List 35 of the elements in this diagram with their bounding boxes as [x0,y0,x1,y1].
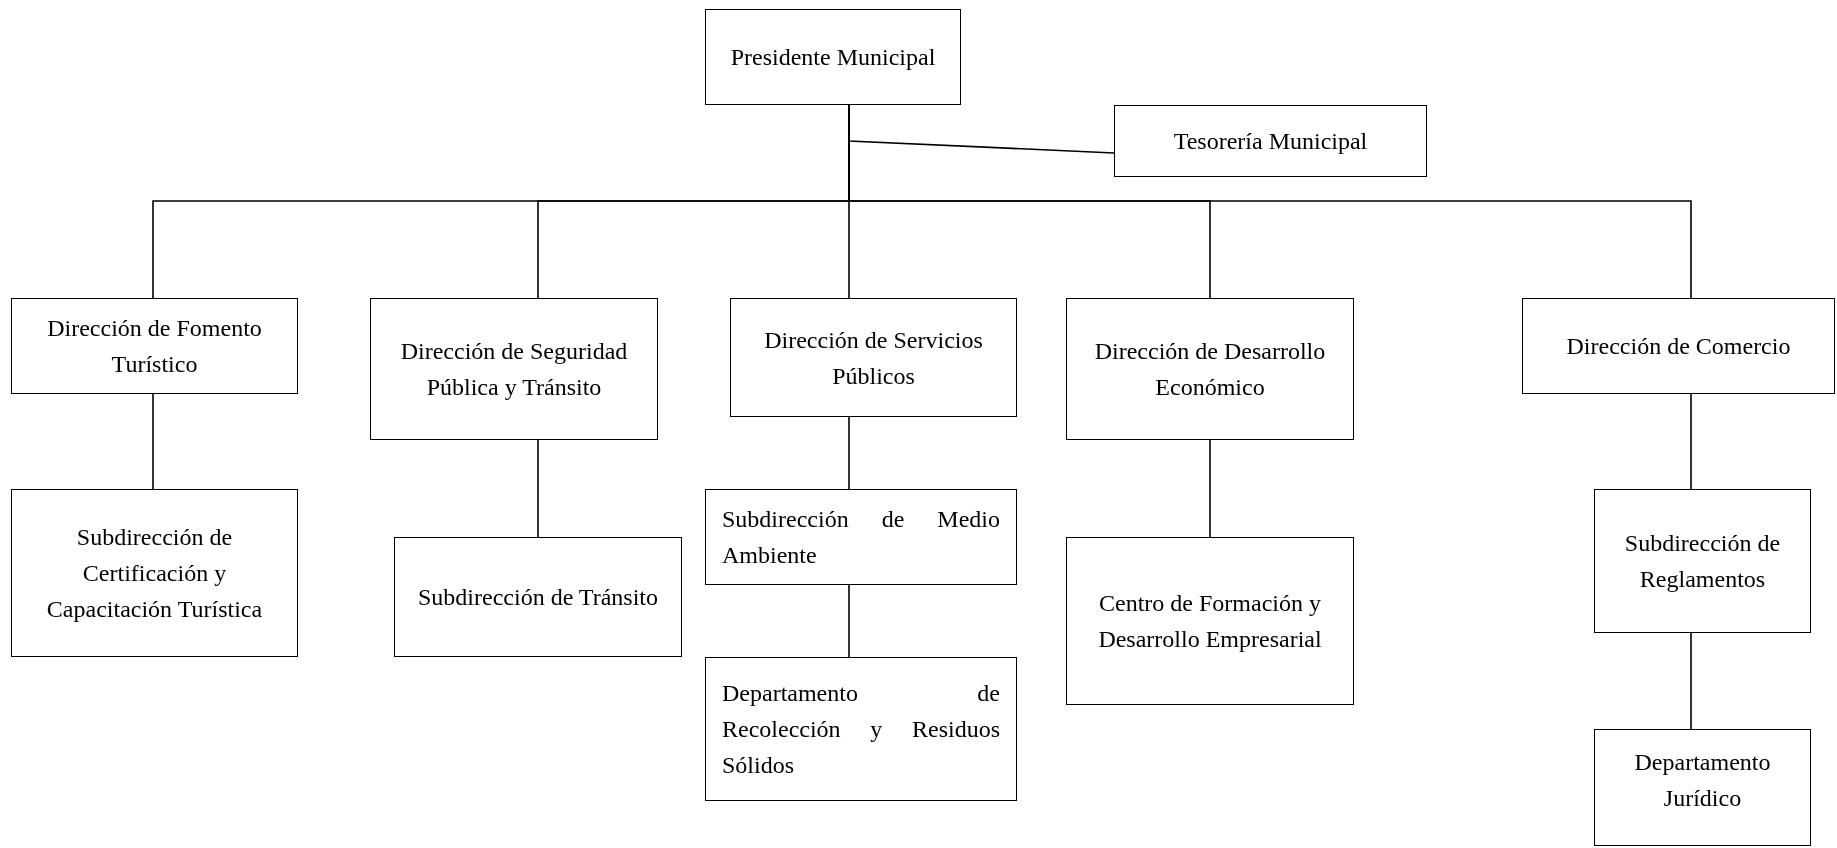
box-label: Departamento Jurídico [1633,748,1772,813]
org-box [1522,298,1835,394]
org-box [730,298,1017,417]
org-box [394,537,682,657]
connector-line [152,393,154,490]
org-box [370,298,658,440]
connector-line [848,584,850,658]
connector-line [537,439,539,538]
connector-line [1690,393,1692,490]
org-box [705,9,961,105]
box-label: Subdirección de Certificación y Capacitación Turística [45,523,264,624]
box-label: Departamento de Recolección y Residuos Sólidos [722,679,1000,780]
org-box [1114,105,1427,177]
connector-line [848,416,850,490]
org-box [1594,489,1811,633]
box-label: Dirección de Comercio [1565,332,1792,361]
org-box [1066,537,1354,705]
box-label: Subdirección de Reglamentos [1623,529,1782,594]
box-label: Subdirección de Medio Ambiente [722,505,1000,570]
box-label: Tesorería Municipal [1172,127,1369,156]
box-label: Dirección de Servicios Públicos [763,325,984,391]
org-box [1594,729,1811,846]
org-box [11,489,298,657]
box-label: Dirección de Desarrollo Económico [1093,337,1327,402]
box-label: Dirección de Fomento Turístico [46,314,263,379]
org-box [705,657,1017,801]
org-box [1066,298,1354,440]
box-label: Presidente Municipal [729,43,937,72]
org-box [705,489,1017,585]
connector-line [1209,439,1211,538]
box-label: Subdirección de Tránsito [417,583,659,612]
connector-line [1690,632,1692,730]
box-label: Centro de Formación y Desarrollo Empresarial [1097,589,1323,654]
org-box [11,298,298,394]
box-label: Dirección de Seguridad Pública y Tránsito [399,337,629,402]
